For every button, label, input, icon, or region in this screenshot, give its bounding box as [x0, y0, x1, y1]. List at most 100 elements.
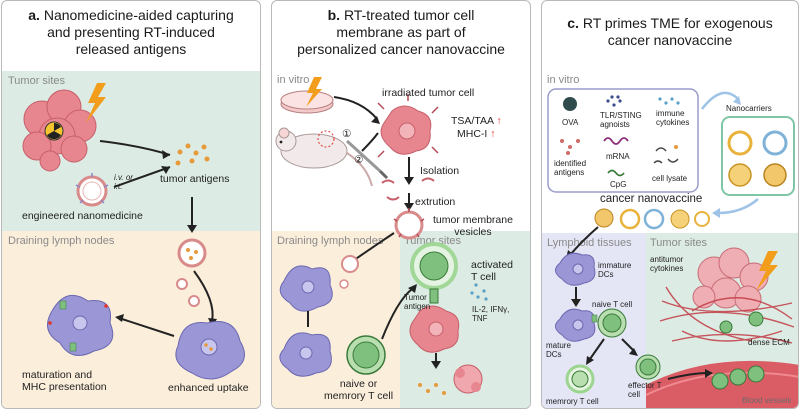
nanovaccine-row — [594, 208, 710, 230]
immature-dcs-label: immature DCs — [598, 261, 631, 279]
panel-b-letter: b. — [327, 7, 341, 23]
antitumor-line1: antitumor — [650, 255, 684, 264]
tumor-antigen-label: Tumor antigen — [404, 293, 430, 311]
panel-b-title-line2: membrane as part of — [336, 24, 466, 40]
nanocarriers-label: Nanocarriers — [726, 104, 772, 113]
in-vitro-label: in vitro — [547, 74, 580, 86]
panel-c-title: c. RT primes TME for exogenous cancer na… — [542, 15, 798, 49]
lightning-icon — [86, 83, 106, 123]
mature-dcs-label: mature DCs — [546, 341, 571, 359]
naive-t-cell-label: naive T cell — [592, 300, 633, 309]
dense-ecm-label: dense ECM — [748, 338, 790, 347]
mhc-label: MHC-I ↑ — [457, 128, 496, 140]
blood-vessels-label: Blood vessels — [742, 396, 792, 405]
immature-dc — [555, 252, 596, 286]
tlr-sting-label: TLR/STING agnoists — [600, 111, 642, 129]
memory-t-cell — [565, 364, 595, 394]
panel-a: a. Nanomedicine-aided capturing and pres… — [1, 0, 261, 409]
panel-a-title-line2: and presenting RT-induced — [47, 24, 215, 40]
naive-line2: memrory T cell — [324, 390, 394, 402]
dendritic-cell-1 — [279, 265, 333, 312]
panel-b-title-line1: RT-treated tumor cell — [343, 7, 475, 23]
immature-line1: immature — [598, 261, 632, 270]
maturation-line2: MHC presentation — [22, 381, 107, 393]
mature-line1: mature — [546, 341, 571, 350]
route-line2: i.t. — [114, 182, 123, 191]
dendritic-cell-mature — [47, 294, 114, 356]
draining-lymph-label: Draining lymph nodes — [8, 235, 115, 247]
draining-lymph-label: Draining lymph nodes — [277, 235, 384, 247]
enhanced-uptake-label: enhanced uptake — [168, 382, 249, 394]
identified-line2: antigens — [554, 168, 585, 177]
ova-label: OVA — [562, 118, 579, 127]
identified-antigens-icon — [560, 139, 580, 155]
nanocarrier-particles — [727, 130, 788, 187]
activated-line1: activated — [471, 259, 514, 271]
cpg-icon — [607, 169, 625, 177]
mrna-icon — [603, 137, 629, 145]
mouse-icon — [275, 127, 373, 187]
step-2-marker: ② — [354, 154, 364, 166]
panel-c-title-line1: RT primes TME for exogenous — [582, 15, 773, 31]
radiation-symbol-icon — [44, 121, 64, 141]
immune-cytokines-icon — [658, 97, 680, 105]
activated-t-cell — [410, 242, 458, 304]
mhc-up-arrow-icon: ↑ — [490, 128, 496, 140]
extrution-label: extrution — [415, 196, 456, 208]
cytokines-line2: TNF — [472, 314, 488, 323]
tumor-sites-label: Tumor sites — [650, 237, 708, 249]
cytokines-line1: IL-2, IFNγ, — [472, 305, 510, 314]
naive-t-cell — [597, 308, 627, 338]
cancer-nanovaccine-label: cancer nanovaccine — [600, 193, 703, 205]
panel-c: c. RT primes TME for exogenous cancer na… — [541, 0, 799, 409]
membrane-line1: tumor membrane — [433, 214, 513, 226]
tsa-taa-text: TSA/TAA — [451, 115, 494, 127]
vessel-t-cells — [711, 365, 765, 390]
dendritic-cell-2 — [279, 332, 332, 377]
tumor-antigens-label: tumor antigens — [160, 173, 230, 185]
immune-line1: immune — [656, 109, 685, 118]
mature-line2: DCs — [546, 350, 562, 359]
identified-antigens-label: identified antigens — [554, 159, 586, 177]
tsa-taa-label: TSA/TAA ↑ — [451, 115, 502, 127]
lymphoid-label: Lymphoid tissues — [547, 237, 632, 249]
tlr-sting-icon — [606, 95, 622, 107]
isolation-label: Isolation — [420, 165, 460, 177]
panel-b: b. RT-treated tumor cell membrane as par… — [271, 0, 531, 409]
cytokines-label: IL-2, IFNγ, TNF — [472, 305, 509, 323]
tumor-cell — [409, 305, 460, 353]
tlr-line2: agnoists — [600, 120, 630, 129]
membrane-line2: vesicles — [454, 226, 492, 238]
tumor-antigen-line1: Tumor — [404, 293, 427, 302]
panel-a-title-line3: released antigens — [75, 41, 187, 57]
effector-line1: effector T — [628, 381, 662, 390]
mhc-text: MHC-I — [457, 128, 488, 140]
naive-line1: naive or — [339, 378, 378, 390]
panel-c-title-line2: cancer nanovaccine — [607, 32, 733, 48]
tumor-antigen-line2: antigen — [404, 302, 431, 311]
tumor-sites-label: Tumor sites — [8, 75, 66, 87]
mrna-label: mRNA — [606, 152, 630, 161]
petri-dish-icon — [280, 90, 334, 114]
panel-a-illustration — [22, 83, 245, 380]
tumor-cluster — [22, 89, 97, 172]
activated-line2: T cell — [471, 271, 496, 283]
lightning-icon — [756, 251, 778, 291]
panel-a-title-line1: Nanomedicine-aided capturing — [43, 7, 234, 23]
effector-t-cell-label: effector T cell — [628, 381, 662, 399]
panel-c-illustration — [547, 88, 798, 408]
irradiated-tumor-cell — [377, 94, 439, 158]
small-particles — [176, 278, 200, 307]
panel-a-letter: a. — [28, 7, 40, 23]
effector-t-cell — [635, 354, 661, 380]
tumor-antigen-dots — [175, 143, 210, 166]
route-line1: i.v. or — [114, 173, 133, 182]
cpg-label: CpG — [610, 180, 627, 189]
released-antigens — [418, 383, 446, 395]
dense-ecm — [659, 286, 795, 344]
dying-tumor-cell — [453, 364, 483, 394]
engineered-nanomedicine-icon — [75, 173, 109, 207]
lightning-icon — [306, 77, 322, 107]
membrane-vesicles-label: tumor membrane vesicles — [433, 214, 513, 238]
ova-icon — [563, 97, 577, 111]
